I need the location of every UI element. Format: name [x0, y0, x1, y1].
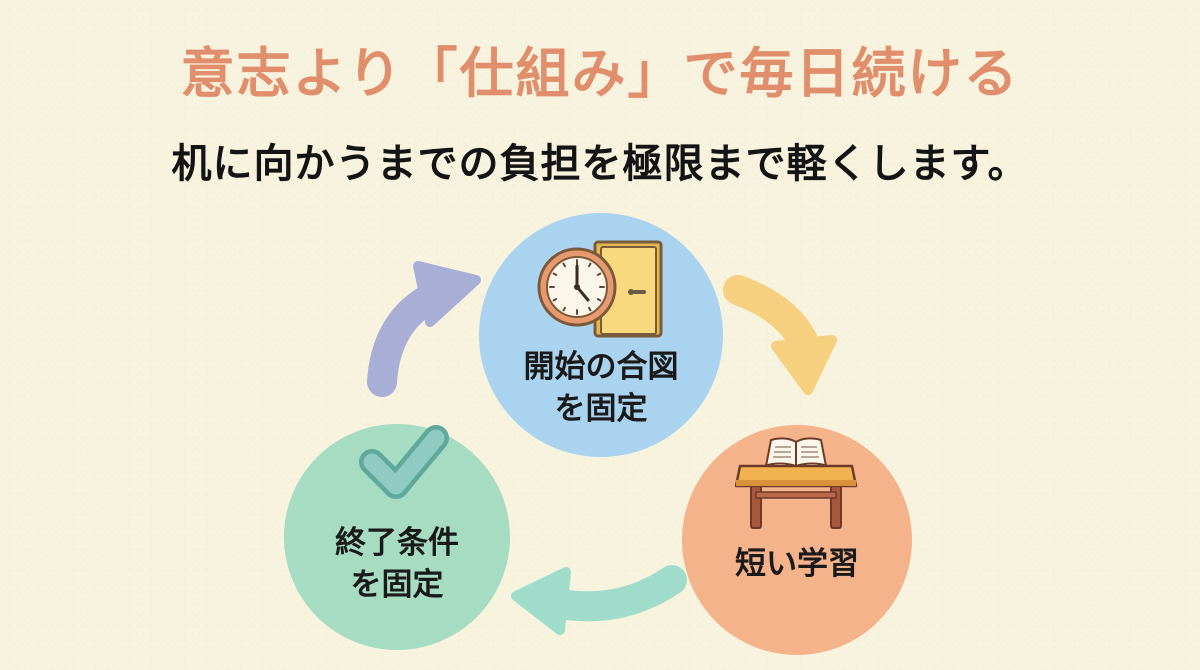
page-title: 意志より「仕組み」で毎日続ける: [180, 42, 1020, 105]
step-label-short-study: 短い学習: [687, 543, 907, 585]
step-label-short-study-line1: 短い学習: [735, 546, 859, 582]
clock-icon: [537, 247, 617, 327]
step-label-start-signal: 開始の合図 を固定: [491, 346, 711, 430]
step-label-end-condition-line1: 終了条件: [335, 525, 459, 561]
step-label-end-condition-line2: を固定: [350, 567, 444, 603]
checkmark-icon: [359, 425, 449, 499]
open-book-on-desk-icon: [734, 437, 858, 529]
step-label-start-signal-line1: 開始の合図: [523, 349, 679, 385]
page-subtitle: 机に向かうまでの負担を極限まで軽くします。: [171, 141, 1029, 187]
step-label-start-signal-line2: を固定: [554, 391, 648, 427]
step-circle-end-condition: [284, 424, 510, 650]
arrow-start-to-study: [723, 275, 837, 395]
arrow-study-to-end: [511, 565, 687, 635]
step-label-end-condition: 終了条件 を固定: [287, 522, 507, 606]
arrow-end-to-start: [367, 261, 481, 397]
door-icon: [593, 240, 663, 338]
